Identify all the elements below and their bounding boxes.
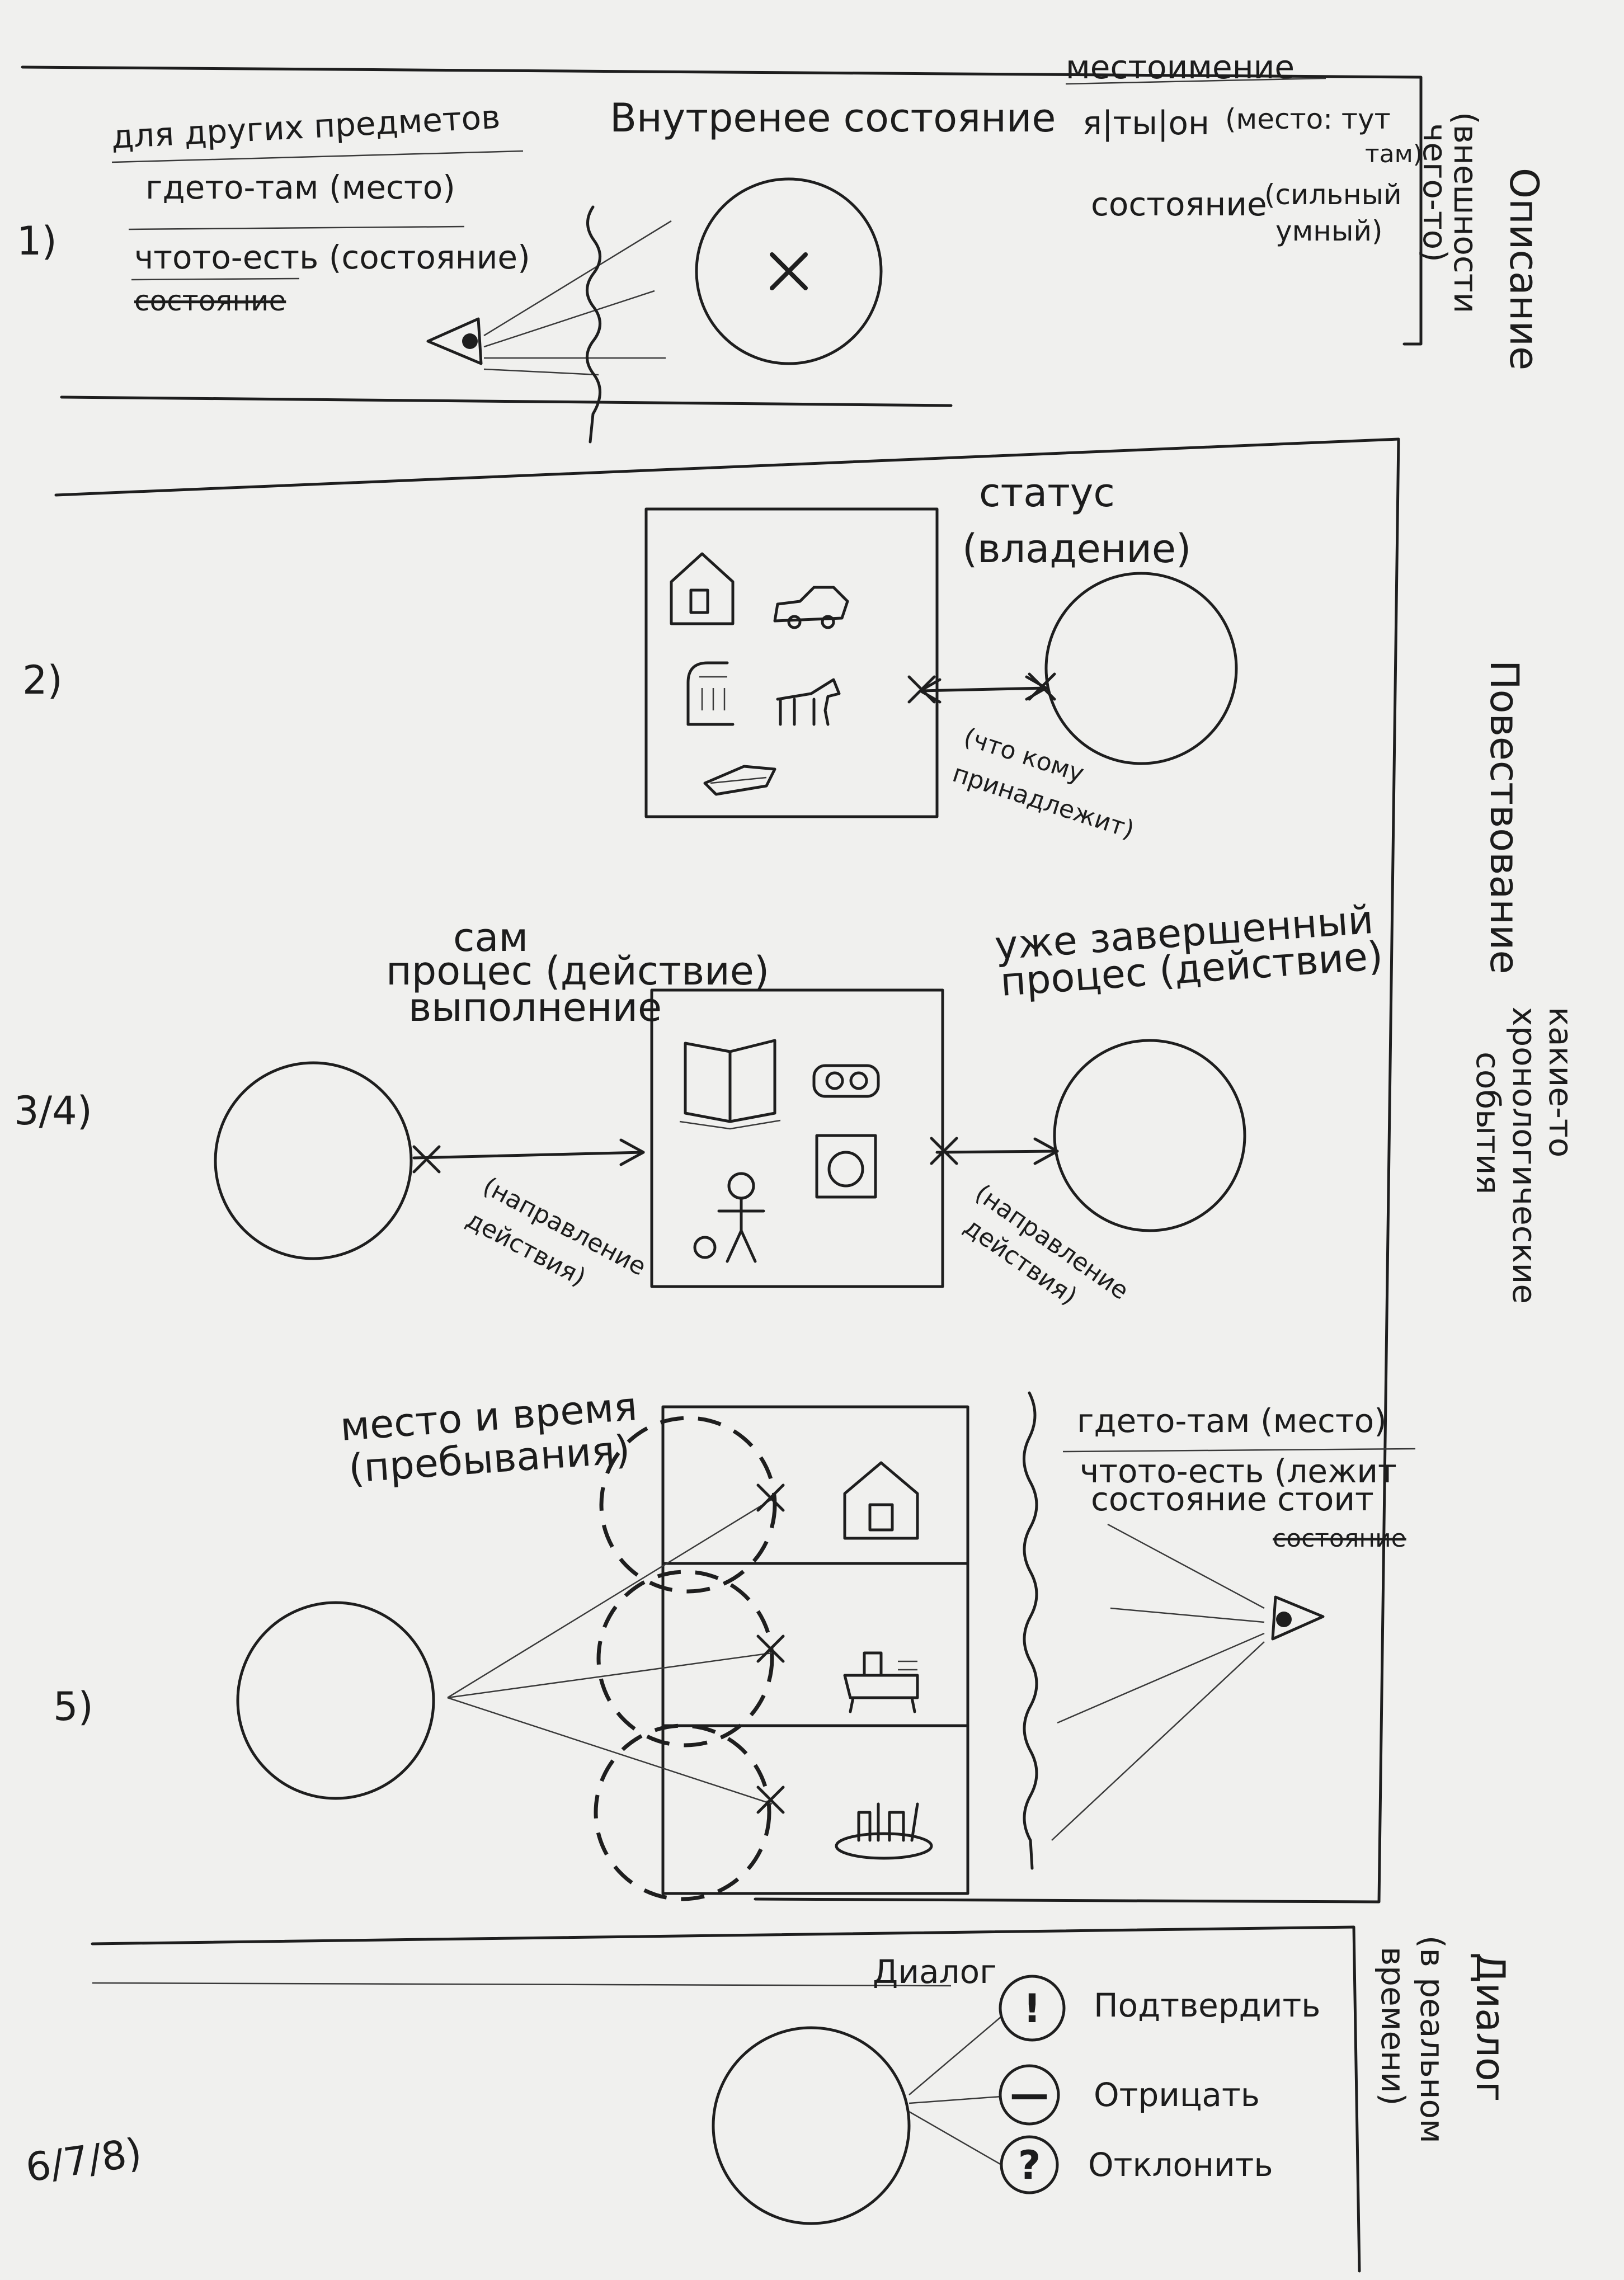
washer-icon	[817, 1136, 875, 1197]
dialog-option-decline[interactable]: ? Отклонить	[1001, 2137, 1273, 2193]
dialog-option-deny[interactable]: — Отрицать	[1000, 2066, 1260, 2124]
left-title: для других предметов	[110, 98, 501, 156]
action-arrow	[414, 1152, 643, 1158]
underline	[1063, 1449, 1415, 1452]
lake-icon	[836, 1804, 931, 1858]
possession-arrow	[920, 688, 1046, 691]
dialog-vertical-sub2: времени)	[1374, 1947, 1412, 2105]
chronological-label-2: хронологические	[1505, 1007, 1543, 1304]
locations-box	[663, 1407, 968, 1893]
link-line	[448, 1499, 772, 1698]
cross-marker-icon	[772, 255, 806, 288]
dialog-title: Диалог	[873, 1953, 997, 1991]
location-place: гдето-там (место)	[1077, 1402, 1387, 1440]
section-1-frame-bottom	[62, 397, 951, 406]
section-number-5: 5)	[53, 1684, 93, 1730]
decline-symbol: ?	[1018, 2142, 1041, 2188]
cassette-icon	[814, 1066, 878, 1096]
section-number-2: 2)	[22, 657, 63, 703]
subject-circle	[238, 1603, 434, 1798]
actor-circle	[215, 1063, 411, 1259]
left-line-place: гдето-там (место)	[145, 168, 455, 206]
state-label: состояние	[1091, 185, 1267, 223]
sight-ray	[1052, 1642, 1264, 1840]
status-title: статус	[979, 470, 1115, 516]
section-2: 2) статус (владение) (ч	[22, 470, 1527, 974]
dialog-vertical-label: Диалог	[1467, 1952, 1513, 2102]
eye-icon	[1273, 1597, 1323, 1639]
cross-marker-icon	[414, 1147, 439, 1172]
deny-label[interactable]: Отрицать	[1094, 2076, 1260, 2114]
sight-ray	[484, 291, 655, 347]
location-state-stand: состояние стоит	[1091, 1480, 1374, 1518]
location-circle-dashed	[599, 1572, 772, 1745]
pronoun-list: я|ты|он	[1082, 104, 1209, 142]
description-sub2: чего-то)	[1416, 123, 1454, 262]
horse-icon	[778, 680, 839, 724]
sight-ray	[1108, 1524, 1264, 1608]
sight-ray	[1110, 1608, 1264, 1622]
car-icon	[775, 587, 848, 628]
link-line	[448, 1653, 772, 1698]
section-number-1: 1)	[17, 218, 57, 264]
speaker-circle	[713, 2028, 909, 2224]
place-option: там)	[1365, 140, 1423, 168]
cross-marker-icon	[758, 1485, 783, 1510]
shower-icon	[688, 663, 733, 724]
house-icon	[671, 554, 733, 624]
center-title: Внутренее состояние	[610, 95, 1056, 141]
process-title-3: выполнение	[408, 984, 662, 1030]
dialog-link	[909, 2097, 1001, 2103]
section-6-7-8: 6/7/8) Диалог ! Подтвердить — Отрицать ?…	[23, 1927, 1513, 2271]
state-option-smart: умный)	[1275, 215, 1382, 247]
confirm-symbol: !	[1023, 1986, 1041, 2032]
underline	[131, 279, 299, 280]
narrative-label: Повествование	[1481, 660, 1527, 974]
narrative-frame	[56, 439, 1399, 1902]
wavy-barrier	[587, 207, 600, 442]
status-sub: (владение)	[962, 526, 1191, 572]
section-3-4: 3/4) сам процес (действие) вы	[14, 897, 1580, 1311]
description-label: Описание	[1501, 168, 1547, 370]
left-strike: состояние	[134, 285, 286, 317]
place-label: (место: тут	[1225, 103, 1391, 135]
table-icon	[845, 1653, 917, 1712]
book-icon	[680, 1040, 780, 1129]
eye-icon	[428, 319, 481, 364]
chronological-label-1: какие-то	[1542, 1007, 1580, 1157]
possessions-box	[646, 509, 937, 817]
section-number-6-7-8: 6/7/8)	[23, 2130, 144, 2191]
section-number-3-4: 3/4)	[14, 1088, 92, 1134]
dialog-option-confirm[interactable]: ! Подтвердить	[1000, 1976, 1320, 2040]
wavy-barrier	[1024, 1393, 1037, 1868]
underline	[92, 1983, 951, 1986]
confirm-label[interactable]: Подтвердить	[1094, 1986, 1320, 2024]
section-1: 1) для других предметов гдето-там (место…	[17, 48, 1547, 442]
owner-circle	[1046, 573, 1236, 764]
house-icon	[845, 1463, 917, 1538]
dialog-link	[909, 2112, 1001, 2165]
action-arrow	[937, 1151, 1057, 1152]
dialog-vertical-sub1: (в реальном	[1413, 1935, 1451, 2144]
person-ball-icon	[695, 1174, 764, 1261]
link-line	[448, 1698, 772, 1804]
chronological-label-3: события	[1469, 1052, 1507, 1194]
pronoun-title: местоимение	[1066, 48, 1295, 86]
location-strike: состояние	[1273, 1524, 1406, 1553]
section-5: 5) место и время (пребывания)	[53, 1383, 1415, 1899]
location-circle-dashed	[596, 1726, 769, 1899]
boat-icon	[705, 766, 775, 794]
state-option-strong: (сильный	[1264, 178, 1402, 211]
result-circle	[1055, 1040, 1245, 1231]
deny-symbol: —	[1010, 2071, 1049, 2117]
decline-label[interactable]: Отклонить	[1088, 2146, 1273, 2184]
sight-ray	[1057, 1633, 1264, 1723]
underline	[129, 227, 464, 229]
dialog-link	[909, 2017, 1001, 2095]
sight-ray	[484, 369, 599, 375]
left-line-state: чтото-есть (состояние)	[134, 238, 530, 276]
